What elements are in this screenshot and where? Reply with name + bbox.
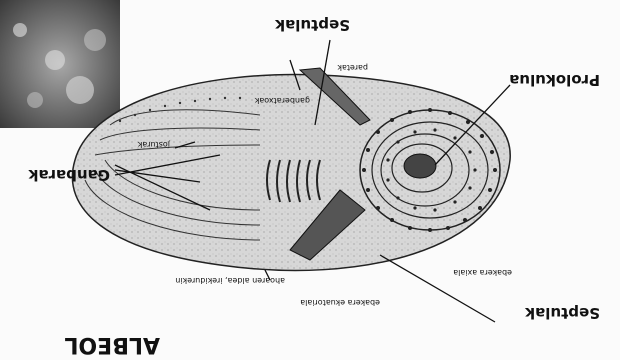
label-paretak: paretak xyxy=(337,63,368,72)
label-septulak-bottom: Septulak xyxy=(524,304,600,322)
label-josturak: josturak xyxy=(137,140,171,149)
label-ebakera-ekuatoriala: ebakera ekuatoriala xyxy=(300,298,380,307)
label-prolokulua: Prolokulua xyxy=(509,71,600,89)
label-ahoaren-aldea: ahoaren aldea, irekidurekin xyxy=(175,276,285,285)
label-septulak-top: Septulak xyxy=(274,16,350,34)
micrograph-photo xyxy=(0,0,120,128)
label-ganberatxoak: ganberatxoak xyxy=(254,96,310,105)
label-ebakera-axiala: ebakera axiala xyxy=(453,268,512,277)
title-text: ALBEOL xyxy=(64,332,160,357)
label-ganbarak: Ganbarak xyxy=(28,166,110,184)
